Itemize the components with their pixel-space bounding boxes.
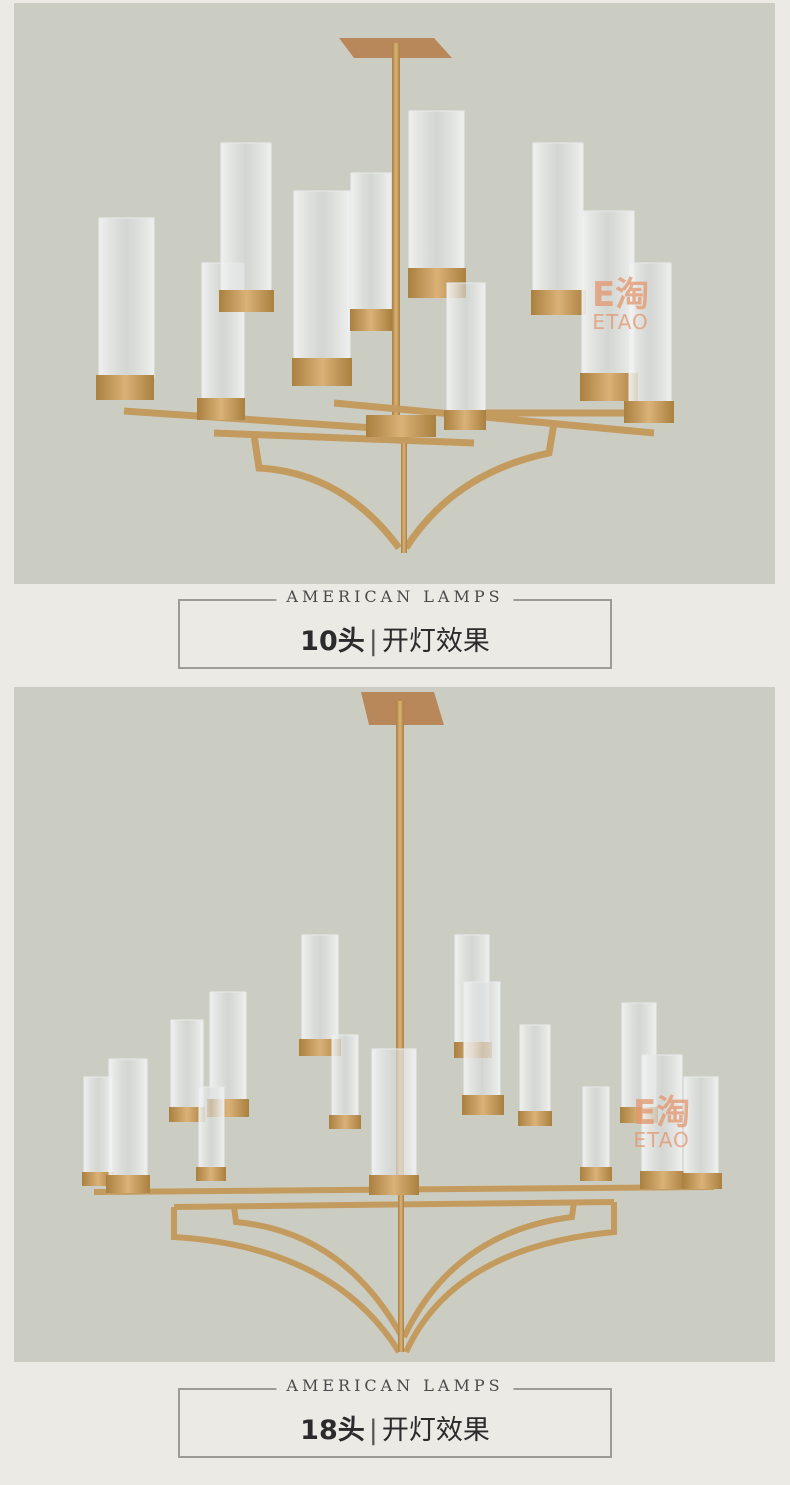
caption-separator: | [368,626,378,657]
product-photo-18-light [14,687,775,1362]
brand-watermark-2: E淘 ETAO [633,1096,690,1150]
brand-watermark: E淘 ETAO [592,278,649,332]
chandelier-18-light-image [82,692,722,1354]
watermark-logo: E淘 [592,275,650,315]
chandelier-10-light-image [96,38,674,553]
light-count: 10头 [300,626,365,657]
light-count-2: 18头 [300,1415,365,1446]
caption-title: 10头|开灯效果 [178,619,612,658]
caption-10-light: AMERICAN LAMPS 10头|开灯效果 [178,587,612,669]
watermark-text-2: ETAO [633,1128,690,1152]
caption-eyebrow-2: AMERICAN LAMPS [276,1376,514,1395]
caption-eyebrow: AMERICAN LAMPS [276,587,514,606]
watermark-logo-2: E淘 [633,1093,691,1133]
watermark-text: ETAO [592,310,649,334]
caption-separator-2: | [368,1415,378,1446]
caption-label: 开灯效果 [381,626,490,657]
caption-label-2: 开灯效果 [381,1415,490,1446]
product-photo-10-light [14,3,775,584]
caption-18-light: AMERICAN LAMPS 18头|开灯效果 [178,1376,612,1458]
caption-title-2: 18头|开灯效果 [178,1408,612,1447]
